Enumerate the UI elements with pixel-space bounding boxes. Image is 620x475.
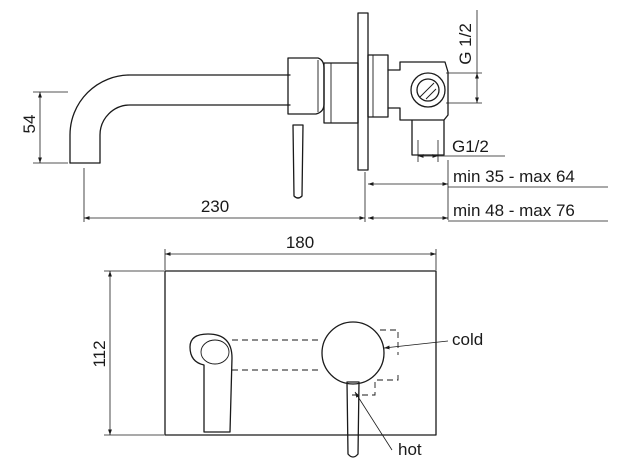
front-view: 180 112 cold hot (90, 233, 483, 459)
inlet-port-outer (410, 72, 446, 108)
inlet-port-inner (416, 78, 440, 102)
body-coupling (323, 62, 359, 124)
mixer-body (287, 57, 325, 115)
dim-depth-long-label: min 48 - max 76 (453, 201, 575, 220)
label-cold: cold (452, 330, 483, 349)
box-coupling (367, 54, 389, 118)
lever-front (346, 381, 360, 458)
wall-plate (357, 12, 369, 171)
inlet-port-detail (419, 82, 437, 100)
dim-spout-length-label: 230 (201, 197, 229, 216)
side-view: 54 230 min 35 - max 64 min 48 - max 76 G… (20, 10, 608, 222)
spout-inner-outline (99, 104, 291, 164)
lever-handle (292, 124, 304, 199)
dim-plate-width-label: 180 (286, 233, 314, 252)
dim-height-label: 54 (20, 115, 39, 134)
dim-inlet-thread-label: G 1/2 (456, 23, 475, 65)
dim-depth-short-label: min 35 - max 64 (453, 167, 575, 186)
dim-outlet-thread-label: G1/2 (452, 137, 489, 156)
front-cover-plate (164, 270, 437, 436)
mixer-knob-front (321, 321, 385, 385)
spout-front-opening (200, 339, 230, 365)
cold-leader (383, 340, 449, 350)
dim-plate-height-label: 112 (90, 340, 109, 367)
hidden-valve-box (232, 329, 399, 396)
spout-front-outline (189, 333, 233, 433)
label-hot: hot (398, 440, 422, 459)
hot-leader (354, 391, 393, 451)
spout-outline (69, 74, 291, 164)
